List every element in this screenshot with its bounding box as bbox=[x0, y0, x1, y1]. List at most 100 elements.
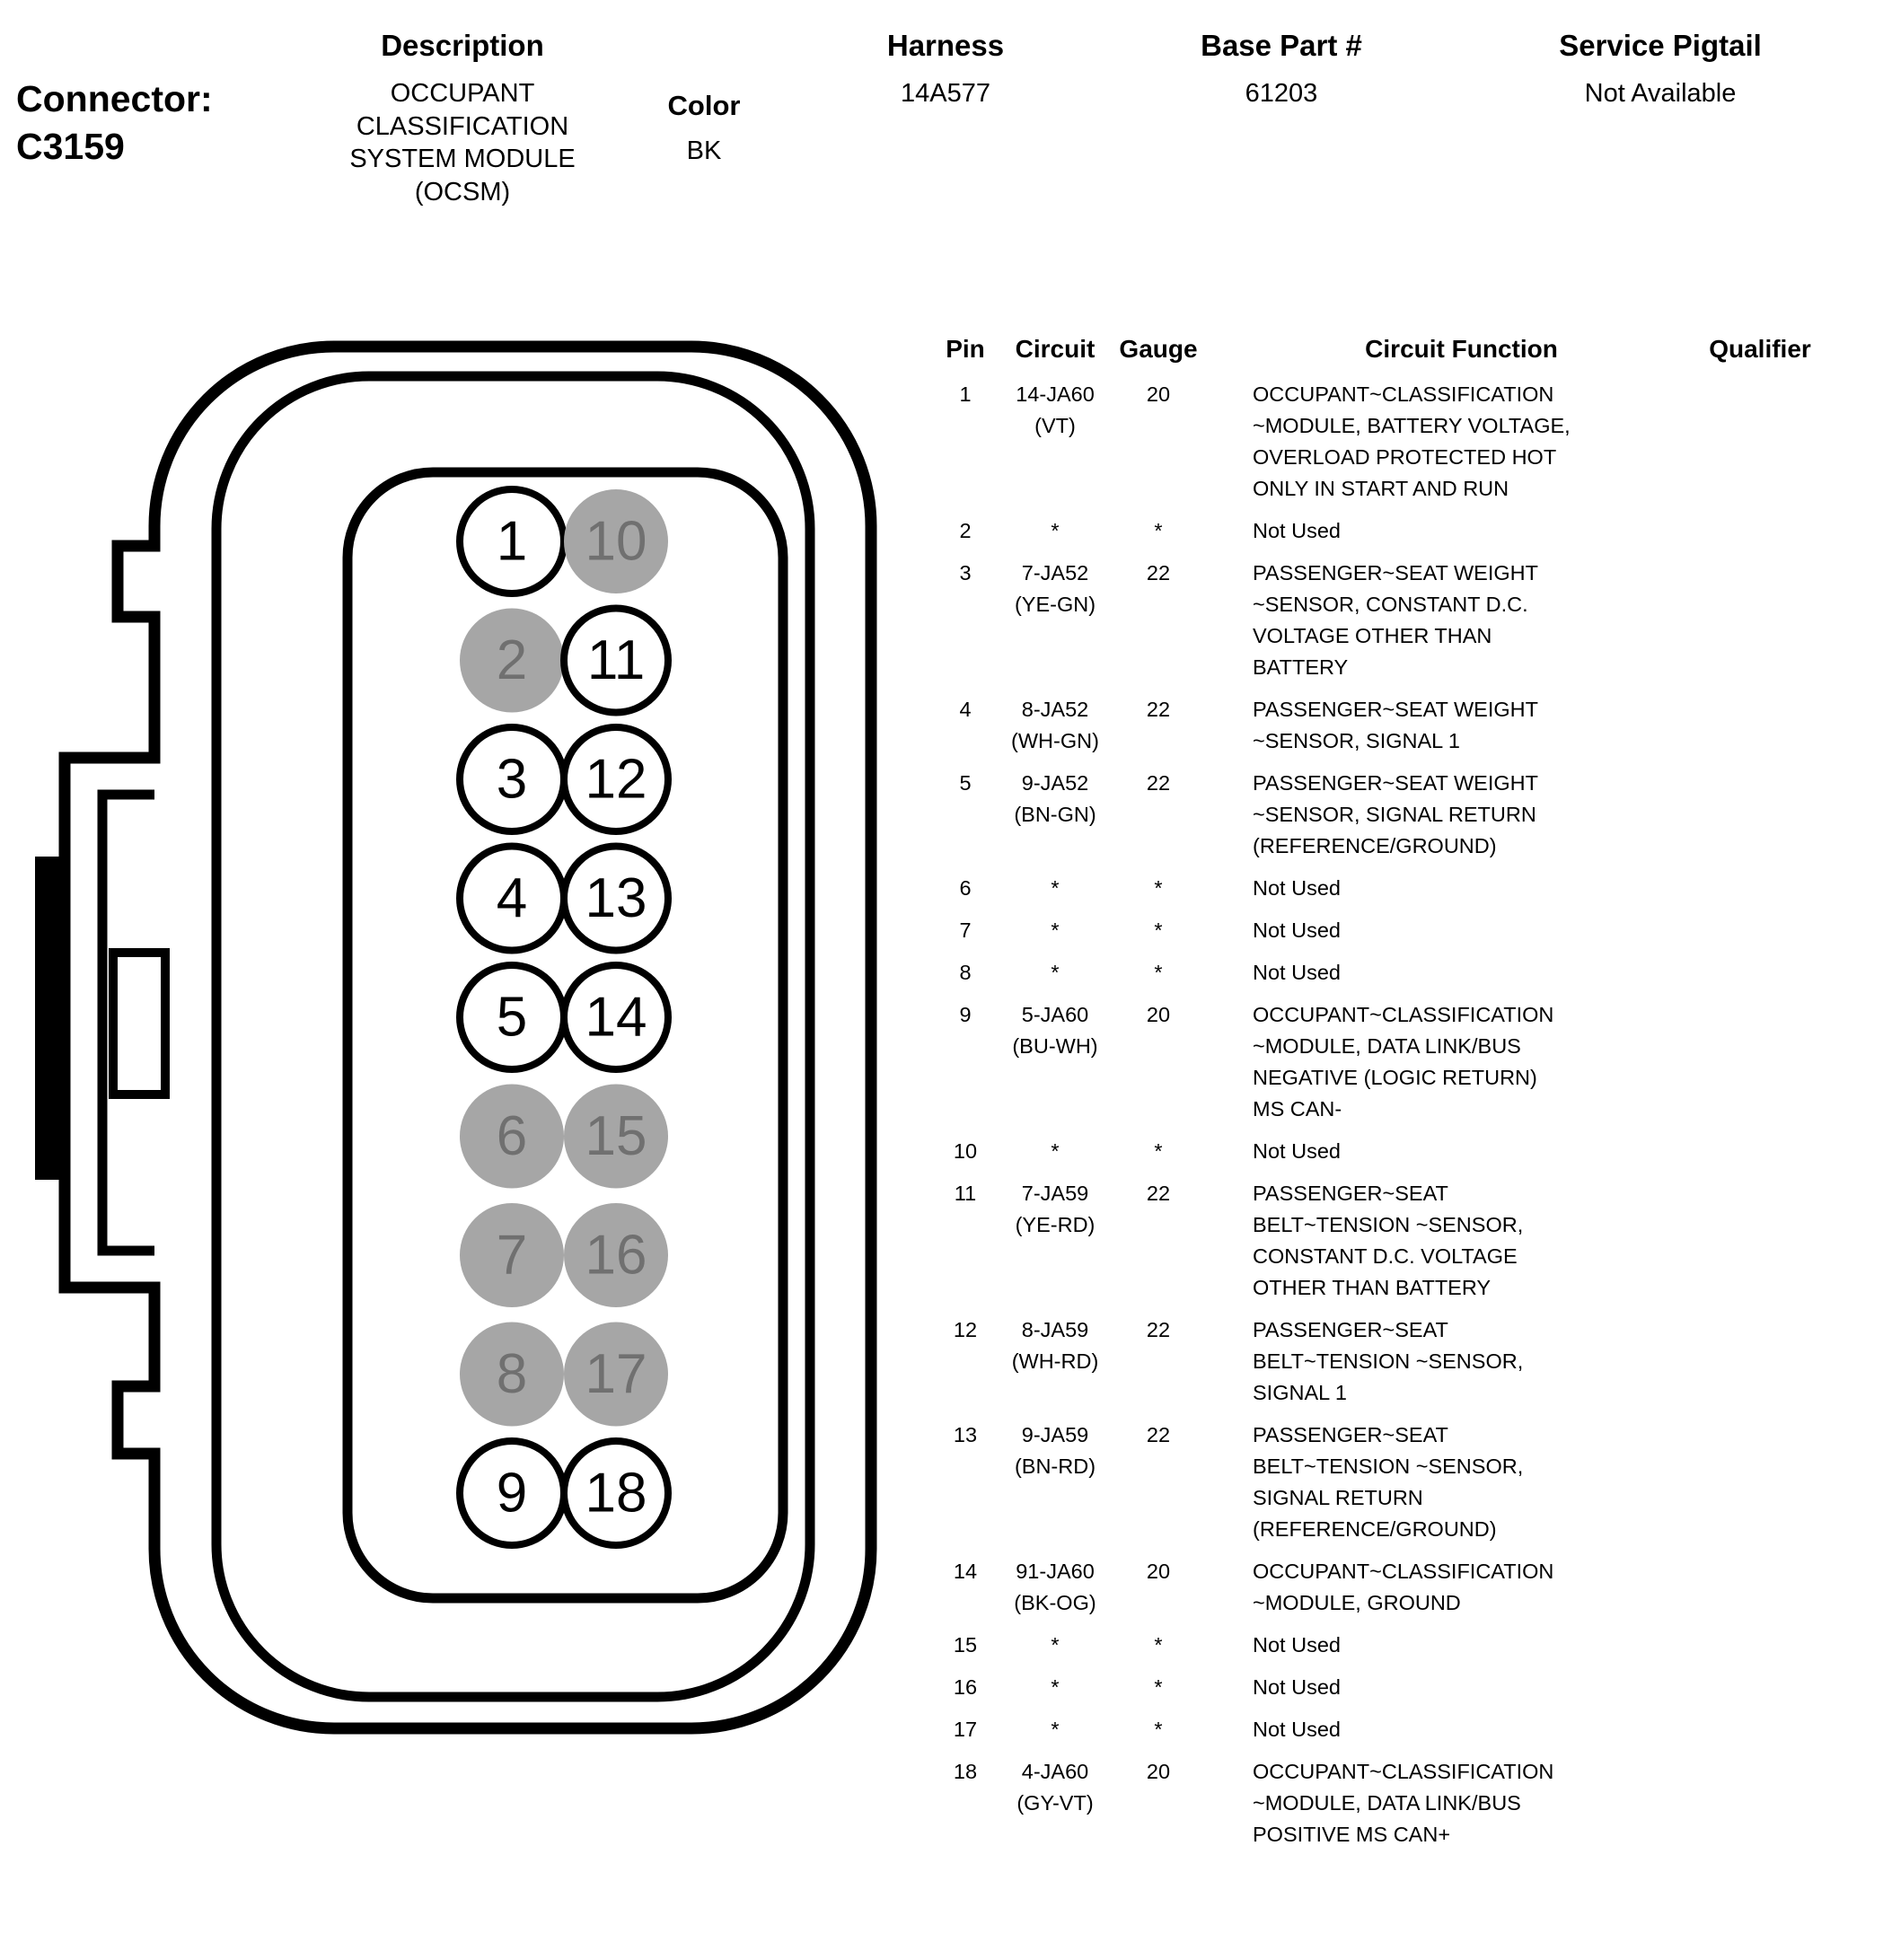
table-row: 2 * * Not Used bbox=[934, 515, 1859, 547]
pin-15: 15 bbox=[564, 1084, 668, 1189]
gauge-cell: 20 bbox=[1146, 1760, 1171, 1783]
table-row: 12 8-JA59 (WH-RD) 22 PASSENGER~SEAT BELT… bbox=[934, 1314, 1859, 1409]
qualifier-cell bbox=[1670, 1136, 1850, 1167]
pin-cell: 11 bbox=[954, 1182, 977, 1205]
pin-6-label: 6 bbox=[497, 1105, 527, 1167]
table-row: 5 9-JA52 (BN-GN) 22 PASSENGER~SEAT WEIGH… bbox=[934, 768, 1859, 862]
pin-2-label: 2 bbox=[497, 629, 527, 691]
harness-block: Harness 14A577 bbox=[851, 29, 1040, 110]
pin-14: 14 bbox=[560, 962, 672, 1073]
pin-7: 7 bbox=[460, 1203, 564, 1307]
pin-cell: 6 bbox=[959, 876, 972, 900]
pin-10: 10 bbox=[564, 489, 668, 593]
circuit-cell: 7-JA59 (YE-RD) bbox=[997, 1178, 1113, 1304]
pin-11-label: 11 bbox=[587, 629, 645, 691]
circuit-cell: * bbox=[997, 1630, 1113, 1661]
qualifier-cell bbox=[1670, 957, 1850, 989]
circuit-cell: * bbox=[997, 915, 1113, 946]
gauge-cell: 22 bbox=[1146, 698, 1171, 721]
base-part-block: Base Part # 61203 bbox=[1169, 29, 1394, 110]
gauge-cell: * bbox=[1154, 961, 1163, 984]
tab-latch-detail bbox=[109, 948, 170, 1099]
table-row: 8 * * Not Used bbox=[934, 957, 1859, 989]
circuit-color: (WH-RD) bbox=[1011, 1349, 1099, 1373]
circuit-function-cell: PASSENGER~SEAT WEIGHT ~SENSOR, SIGNAL RE… bbox=[1253, 771, 1538, 857]
circuit-number: * bbox=[1051, 961, 1060, 984]
pin-3: 3 bbox=[456, 724, 568, 835]
gauge-cell: * bbox=[1154, 1139, 1163, 1163]
gauge-cell: * bbox=[1154, 918, 1163, 942]
circuit-cell: 4-JA60 (GY-VT) bbox=[997, 1756, 1113, 1850]
base-part-value: 61203 bbox=[1245, 79, 1318, 108]
description-header: Description bbox=[381, 29, 544, 62]
circuit-number: * bbox=[1051, 1675, 1060, 1699]
circuit-cell: * bbox=[997, 873, 1113, 904]
circuit-function-cell: PASSENGER~SEAT WEIGHT ~SENSOR, SIGNAL 1 bbox=[1253, 698, 1538, 752]
table-row: 9 5-JA60 (BU-WH) 20 OCCUPANT~CLASSIFICAT… bbox=[934, 999, 1859, 1125]
pin-18-cavity bbox=[560, 1437, 672, 1549]
circuit-color: (YE-RD) bbox=[1015, 1213, 1096, 1236]
circuit-color: (BN-GN) bbox=[1014, 803, 1096, 826]
color-block: Color BK bbox=[646, 90, 762, 168]
qualifier-cell bbox=[1670, 768, 1850, 862]
circuit-number: * bbox=[1051, 918, 1060, 942]
pin-12-label: 12 bbox=[585, 749, 647, 811]
pin-cell: 2 bbox=[959, 519, 972, 542]
pin-11: 11 bbox=[560, 604, 672, 716]
pin-16-label: 16 bbox=[585, 1225, 647, 1287]
pin-15-label: 15 bbox=[585, 1105, 647, 1167]
pin-14-cavity bbox=[560, 962, 672, 1073]
base-part-header: Base Part # bbox=[1201, 29, 1362, 62]
circuit-cell: 9-JA59 (BN-RD) bbox=[997, 1419, 1113, 1545]
gauge-cell: * bbox=[1154, 876, 1163, 900]
gauge-cell: 20 bbox=[1146, 1003, 1171, 1026]
mounting-tab-inner-wall bbox=[97, 789, 154, 1256]
circuit-color: (WH-GN) bbox=[1011, 729, 1099, 752]
circuit-function-cell: OCCUPANT~CLASSIFICATION ~MODULE, GROUND bbox=[1253, 1560, 1554, 1614]
circuit-cell: 7-JA52 (YE-GN) bbox=[997, 558, 1113, 683]
pin-17-label: 17 bbox=[585, 1343, 647, 1405]
table-row: 3 7-JA52 (YE-GN) 22 PASSENGER~SEAT WEIGH… bbox=[934, 558, 1859, 683]
pin-14-label: 14 bbox=[585, 987, 647, 1049]
pin-15-cavity bbox=[564, 1084, 668, 1189]
circuit-cell: 8-JA52 (WH-GN) bbox=[997, 694, 1113, 757]
pin-cell: 1 bbox=[959, 382, 972, 406]
circuit-cell: 9-JA52 (BN-GN) bbox=[997, 768, 1113, 862]
pin-5-label: 5 bbox=[497, 987, 527, 1049]
circuit-number: 9-JA52 bbox=[1021, 771, 1089, 795]
table-row: 14 91-JA60 (BK-OG) 20 OCCUPANT~CLASSIFIC… bbox=[934, 1556, 1859, 1619]
pin-cell: 17 bbox=[953, 1718, 978, 1741]
pin-cell: 14 bbox=[953, 1560, 978, 1583]
pin-7-cavity bbox=[460, 1203, 564, 1307]
connector-label: Connector: bbox=[16, 78, 213, 119]
connector-inner-shell bbox=[211, 371, 815, 1702]
table-row: 4 8-JA52 (WH-GN) 22 PASSENGER~SEAT WEIGH… bbox=[934, 694, 1859, 757]
circuit-number: 4-JA60 bbox=[1021, 1760, 1089, 1783]
circuit-number: 91-JA60 bbox=[1016, 1560, 1095, 1583]
table-header-row: Pin Circuit Gauge Circuit Function Quali… bbox=[934, 334, 1859, 365]
pinout-table: Pin Circuit Gauge Circuit Function Quali… bbox=[934, 334, 1859, 1861]
pin-2: 2 bbox=[460, 608, 564, 713]
qualifier-cell bbox=[1670, 1314, 1850, 1409]
circuit-color: (YE-GN) bbox=[1014, 593, 1096, 616]
pin-cell: 7 bbox=[959, 918, 972, 942]
circuit-function-cell: OCCUPANT~CLASSIFICATION ~MODULE, DATA LI… bbox=[1253, 1760, 1554, 1846]
connector-title: Connector: C3159 bbox=[16, 75, 213, 171]
circuit-function-cell: Not Used bbox=[1253, 1675, 1341, 1699]
pin-17-cavity bbox=[564, 1322, 668, 1427]
circuit-cell: 5-JA60 (BU-WH) bbox=[997, 999, 1113, 1125]
table-row: 17 * * Not Used bbox=[934, 1714, 1859, 1745]
gauge-cell: * bbox=[1154, 519, 1163, 542]
gauge-cell: 22 bbox=[1146, 561, 1171, 584]
col-header-circuit: Circuit bbox=[1015, 335, 1096, 363]
table-rows: 1 14-JA60 (VT) 20 OCCUPANT~CLASSIFICATIO… bbox=[934, 379, 1859, 1850]
circuit-number: 7-JA52 bbox=[1021, 561, 1089, 584]
circuit-cell: 14-JA60 (VT) bbox=[997, 379, 1113, 505]
pin-cell: 12 bbox=[953, 1318, 978, 1341]
pin-9-label: 9 bbox=[497, 1463, 527, 1525]
pin-cell: 5 bbox=[959, 771, 972, 795]
circuit-function-cell: OCCUPANT~CLASSIFICATION ~MODULE, DATA LI… bbox=[1253, 1003, 1554, 1121]
col-header-qualifier: Qualifier bbox=[1709, 335, 1811, 363]
wire-seal-block bbox=[35, 857, 65, 1180]
